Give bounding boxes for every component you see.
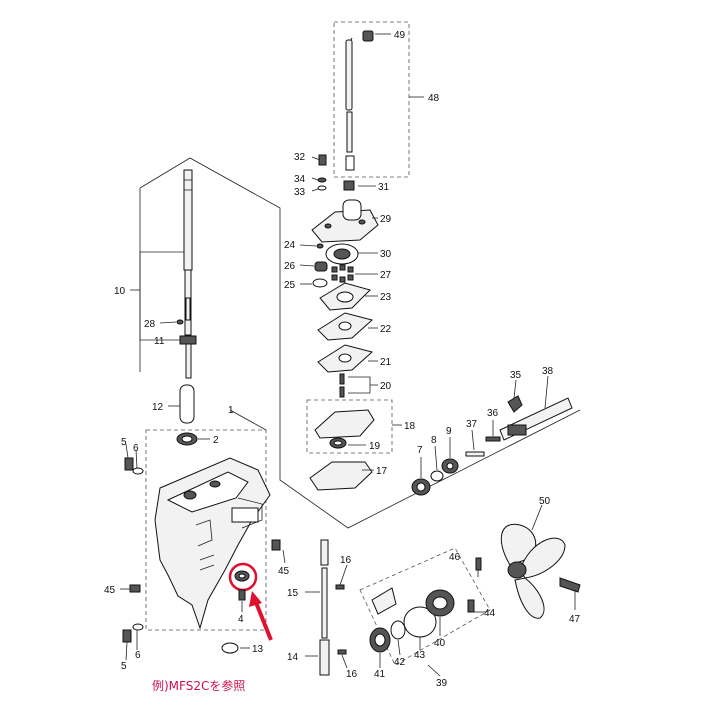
- gasket: [309, 461, 373, 491]
- label-21: 21: [380, 357, 392, 368]
- label-11: 11: [154, 336, 165, 347]
- label-22: 22: [380, 324, 392, 335]
- leader-lines: [120, 33, 576, 677]
- label-18: 18: [404, 421, 416, 432]
- label-5b: 5: [121, 661, 127, 672]
- label-16b: 16: [346, 669, 358, 680]
- pump-housing: [311, 199, 379, 243]
- label-45b: 45: [104, 585, 116, 596]
- label-9: 9: [446, 426, 452, 437]
- shift-rod: [345, 30, 374, 171]
- label-31: 31: [378, 182, 390, 193]
- label-13: 13: [252, 644, 264, 655]
- label-24: 24: [284, 240, 296, 251]
- label-50: 50: [539, 496, 551, 507]
- reference-note: 例)MFS2Cを参照: [152, 678, 245, 693]
- label-14: 14: [287, 652, 299, 663]
- label-20: 20: [380, 381, 392, 392]
- label-26: 26: [284, 261, 296, 272]
- label-47: 47: [569, 614, 581, 625]
- label-28: 28: [144, 319, 156, 330]
- label-46: 46: [449, 552, 461, 563]
- red-arrow-icon: [249, 591, 273, 641]
- pump-plates: [317, 282, 374, 373]
- lower-casing: [154, 457, 271, 630]
- label-37: 37: [466, 419, 478, 430]
- label-16a: 16: [340, 555, 352, 566]
- collar: [179, 384, 195, 424]
- drive-shaft: [176, 169, 197, 379]
- label-1: 1: [228, 405, 234, 416]
- pump-internals: [312, 243, 359, 288]
- label-17: 17: [376, 466, 388, 477]
- bolts-left: [122, 457, 281, 654]
- bearing: [176, 432, 198, 446]
- label-44: 44: [484, 608, 496, 619]
- label-30: 30: [380, 249, 392, 260]
- label-5a: 5: [121, 437, 127, 448]
- propeller-hardware: [369, 557, 482, 653]
- oil-seal-housing: [314, 409, 375, 449]
- label-38: 38: [542, 366, 554, 377]
- small-fasteners: [317, 154, 355, 191]
- label-12: 12: [152, 402, 164, 413]
- label-7: 7: [417, 445, 423, 456]
- label-23: 23: [380, 292, 392, 303]
- label-32: 32: [294, 152, 306, 163]
- frame-lines: [139, 21, 581, 666]
- label-8: 8: [431, 435, 437, 446]
- label-49: 49: [394, 30, 406, 41]
- label-42: 42: [394, 657, 406, 668]
- label-27: 27: [380, 270, 392, 281]
- label-43: 43: [414, 650, 426, 661]
- pins: [339, 373, 345, 398]
- label-6b: 6: [135, 650, 141, 661]
- highlighted-plug: [228, 562, 258, 601]
- label-40: 40: [434, 638, 446, 649]
- label-10: 10: [114, 286, 126, 297]
- label-35: 35: [510, 370, 522, 381]
- label-29: 29: [380, 214, 392, 225]
- label-15: 15: [287, 588, 299, 599]
- label-25: 25: [284, 280, 296, 291]
- label-48: 48: [428, 93, 440, 104]
- label-6a: 6: [133, 443, 139, 454]
- label-19: 19: [369, 441, 381, 452]
- label-33: 33: [294, 187, 306, 198]
- label-2: 2: [213, 435, 219, 446]
- label-34: 34: [294, 174, 306, 185]
- label-39: 39: [436, 678, 448, 689]
- part-number-labels: 1 2 4 5 5 6 6 7 8 9 10 11 12 13 14 15 16…: [104, 30, 581, 689]
- propeller-shaft-parts: [411, 395, 573, 496]
- propeller: [500, 523, 581, 619]
- label-4: 4: [238, 614, 244, 625]
- label-36: 36: [487, 408, 499, 419]
- label-45a: 45: [278, 566, 290, 577]
- label-41: 41: [374, 669, 386, 680]
